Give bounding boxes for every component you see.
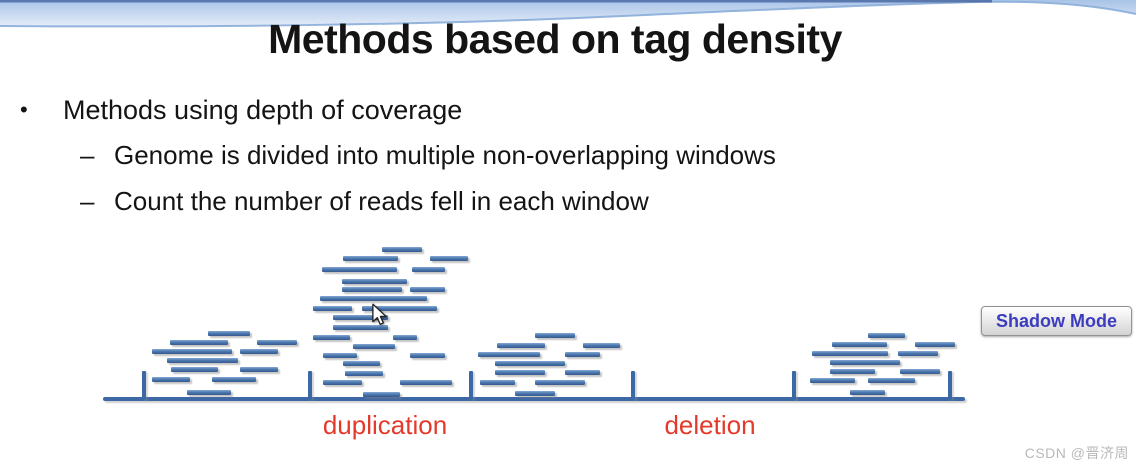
read-bar	[313, 306, 352, 311]
read-bar	[343, 361, 380, 366]
mouse-cursor-icon	[372, 303, 387, 326]
read-bar	[353, 344, 395, 349]
read-bar	[323, 353, 357, 358]
slide-title: Methods based on tag density	[268, 16, 842, 62]
read-bar	[170, 340, 228, 345]
read-bar	[152, 377, 190, 382]
read-bar	[515, 391, 555, 396]
read-bar	[313, 335, 350, 340]
read-bar	[345, 371, 383, 376]
read-bar	[915, 342, 955, 347]
dash-glyph: –	[80, 140, 95, 170]
read-bar	[868, 378, 915, 383]
read-bar	[830, 360, 900, 365]
read-bar	[830, 369, 875, 374]
read-bar	[208, 331, 250, 336]
duplication-label: duplication	[322, 410, 448, 440]
read-bar	[240, 367, 278, 372]
read-bar	[363, 392, 400, 397]
read-bar	[812, 351, 888, 356]
read-bar	[240, 349, 278, 354]
read-bar	[152, 349, 232, 354]
read-bar	[583, 343, 620, 348]
read-bar	[212, 377, 256, 382]
read-bar	[900, 369, 940, 374]
read-bar	[323, 380, 362, 385]
read-bar	[430, 256, 468, 261]
read-bar	[535, 380, 585, 385]
top-wave-decoration	[0, 0, 1136, 28]
deletion-label: deletion	[664, 410, 756, 440]
read-bar	[393, 335, 417, 340]
read-bar	[495, 361, 565, 366]
read-bar	[478, 352, 540, 357]
read-bar	[565, 352, 600, 357]
dash-glyph: –	[80, 186, 95, 216]
read-bar	[167, 358, 238, 363]
window-boundary-tick	[948, 371, 952, 400]
csdn-watermark: CSDN @晋济周	[1024, 445, 1129, 461]
read-bar	[187, 390, 231, 395]
read-bar	[565, 370, 600, 375]
read-bar	[320, 296, 427, 301]
read-bar	[535, 333, 575, 338]
read-bar	[257, 340, 297, 345]
window-boundary-tick	[308, 371, 312, 400]
read-bar	[333, 325, 388, 330]
sub-bullet-text-1: Genome is divided into multiple non-over…	[114, 140, 776, 170]
read-bar	[898, 351, 938, 356]
bullet-glyph: •	[20, 97, 28, 122]
read-bar	[412, 267, 445, 272]
read-bar	[832, 342, 887, 347]
sub-bullet-text-2: Count the number of reads fell in each w…	[114, 186, 649, 216]
read-bar	[400, 380, 452, 385]
read-bar	[342, 279, 407, 284]
bullet-text: Methods using depth of coverage	[63, 95, 463, 125]
read-bar	[810, 378, 855, 383]
window-boundary-tick	[792, 371, 796, 400]
read-bar	[342, 287, 402, 292]
read-bar	[343, 256, 398, 261]
read-bar	[362, 306, 437, 311]
genome-baseline	[103, 397, 965, 401]
read-bar	[322, 267, 397, 272]
read-bar	[333, 315, 388, 320]
read-bar	[495, 370, 545, 375]
read-bar	[497, 343, 545, 348]
read-bar	[410, 353, 445, 358]
read-bar	[850, 390, 885, 395]
window-boundary-tick	[469, 371, 473, 400]
window-boundary-tick	[631, 371, 635, 400]
read-bar	[171, 367, 218, 372]
window-boundary-tick	[142, 371, 146, 400]
read-bar	[480, 380, 515, 385]
read-bar	[382, 247, 422, 252]
read-bar	[868, 333, 905, 338]
read-bar	[410, 287, 445, 292]
shadow-mode-button[interactable]: Shadow Mode	[981, 306, 1132, 336]
